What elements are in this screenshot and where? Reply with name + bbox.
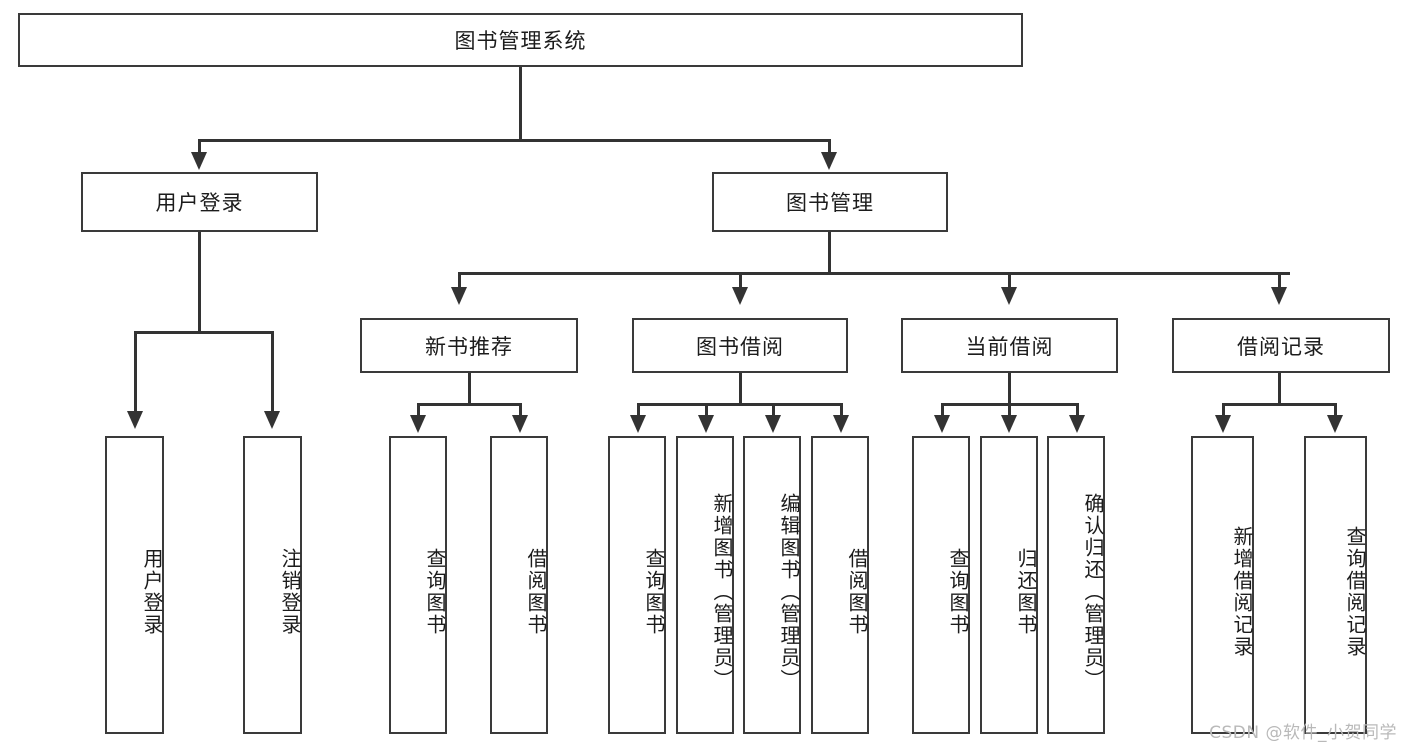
connector-drop-bb-query: [637, 403, 640, 423]
connector-drop-cb-query: [941, 403, 944, 423]
leaf-bb-query-book-label: 查询图书: [642, 548, 666, 636]
arrowhead-book-borrow: [732, 287, 748, 305]
arrowhead-user-login: [191, 152, 207, 170]
connector-drop-bb-borrow: [840, 403, 843, 423]
leaf-bb-add-book-label: 新增图书（管理员）: [710, 493, 734, 691]
arrowhead-cb-return: [1001, 415, 1017, 433]
connector-drop-leaf-user-login: [134, 331, 137, 419]
leaf-cb-query-book-label: 查询图书: [946, 548, 970, 636]
arrowhead-bb-add: [698, 415, 714, 433]
leaf-nb-query-book[interactable]: 查询图书: [389, 436, 447, 734]
leaf-br-add-record[interactable]: 新增借阅记录: [1191, 436, 1254, 734]
leaf-cb-confirm-return[interactable]: 确认归还（管理员）: [1047, 436, 1105, 734]
leaf-bb-borrow-book-label: 借阅图书: [845, 548, 869, 636]
node-root-system[interactable]: 图书管理系统: [18, 13, 1023, 67]
csdn-watermark: CSDN @软件_小贺同学: [1209, 723, 1397, 743]
node-current-borrow[interactable]: 当前借阅: [901, 318, 1118, 373]
leaf-bb-query-book[interactable]: 查询图书: [608, 436, 666, 734]
node-new-book-recommend[interactable]: 新书推荐: [360, 318, 578, 373]
connector-drop-nb-borrow: [519, 403, 522, 423]
arrowhead-br-query: [1327, 415, 1343, 433]
leaf-br-query-record-label: 查询借阅记录: [1343, 526, 1367, 658]
leaf-user-login-label: 用户登录: [140, 548, 164, 636]
node-book-manage[interactable]: 图书管理: [712, 172, 948, 232]
leaf-br-add-record-label: 新增借阅记录: [1230, 526, 1254, 658]
node-book-borrow[interactable]: 图书借阅: [632, 318, 848, 373]
leaf-bb-edit-book[interactable]: 编辑图书（管理员）: [743, 436, 801, 734]
connector-book-borrow-stem: [739, 373, 742, 405]
leaf-cb-confirm-return-label: 确认归还（管理员）: [1081, 493, 1105, 691]
connector-book-manage-stem: [828, 232, 831, 274]
node-user-login[interactable]: 用户登录: [81, 172, 318, 232]
connector-user-login-bus: [134, 331, 274, 334]
connector-drop-cb-confirm: [1076, 403, 1079, 423]
leaf-cb-return-book-label: 归还图书: [1014, 548, 1038, 636]
connector-drop-leaf-logout: [271, 331, 274, 419]
connector-user-login-stem: [198, 232, 201, 333]
leaf-nb-query-book-label: 查询图书: [423, 548, 447, 636]
arrowhead-new-book: [451, 287, 467, 305]
leaf-bb-borrow-book[interactable]: 借阅图书: [811, 436, 869, 734]
leaf-logout-label: 注销登录: [278, 548, 302, 636]
leaf-nb-borrow-book[interactable]: 借阅图书: [490, 436, 548, 734]
leaf-user-login[interactable]: 用户登录: [105, 436, 164, 734]
connector-drop-bb-edit: [772, 403, 775, 423]
connector-drop-nb-query: [417, 403, 420, 423]
arrowhead-nb-borrow: [512, 415, 528, 433]
connector-current-borrow-stem: [1008, 373, 1011, 405]
leaf-bb-edit-book-label: 编辑图书（管理员）: [777, 493, 801, 691]
connector-drop-br-query: [1334, 403, 1337, 423]
leaf-nb-borrow-book-label: 借阅图书: [524, 548, 548, 636]
connector-borrow-record-bus: [1222, 403, 1336, 406]
connector-borrow-record-stem: [1278, 373, 1281, 405]
leaf-cb-return-book[interactable]: 归还图书: [980, 436, 1038, 734]
arrowhead-book-manage: [821, 152, 837, 170]
leaf-bb-add-book[interactable]: 新增图书（管理员）: [676, 436, 734, 734]
connector-drop-br-add: [1222, 403, 1225, 423]
connector-drop-new-book: [458, 272, 461, 294]
connector-root-stem: [519, 67, 522, 141]
arrowhead-borrow-record: [1271, 287, 1287, 305]
arrowhead-bb-borrow: [833, 415, 849, 433]
arrowhead-nb-query: [410, 415, 426, 433]
connector-drop-book-manage: [828, 139, 831, 161]
connector-drop-borrow-record: [1278, 272, 1281, 294]
leaf-logout[interactable]: 注销登录: [243, 436, 302, 734]
leaf-cb-query-book[interactable]: 查询图书: [912, 436, 970, 734]
connector-drop-bb-add: [705, 403, 708, 423]
arrowhead-bb-query: [630, 415, 646, 433]
arrowhead-leaf-logout: [264, 411, 280, 429]
connector-drop-user-login: [198, 139, 201, 161]
arrowhead-current-borrow: [1001, 287, 1017, 305]
leaf-br-query-record[interactable]: 查询借阅记录: [1304, 436, 1367, 734]
connector-drop-current-borrow: [1008, 272, 1011, 294]
connector-drop-cb-return: [1008, 403, 1011, 423]
arrowhead-br-add: [1215, 415, 1231, 433]
arrowhead-bb-edit: [765, 415, 781, 433]
arrowhead-cb-query: [934, 415, 950, 433]
connector-new-book-bus: [417, 403, 521, 406]
connector-drop-book-borrow: [739, 272, 742, 294]
connector-new-book-stem: [468, 373, 471, 405]
arrowhead-cb-confirm: [1069, 415, 1085, 433]
connector-book-manage-bus: [458, 272, 1290, 275]
connector-root-bus: [198, 139, 830, 142]
node-borrow-record[interactable]: 借阅记录: [1172, 318, 1390, 373]
connector-book-borrow-bus: [637, 403, 842, 406]
arrowhead-leaf-user-login: [127, 411, 143, 429]
